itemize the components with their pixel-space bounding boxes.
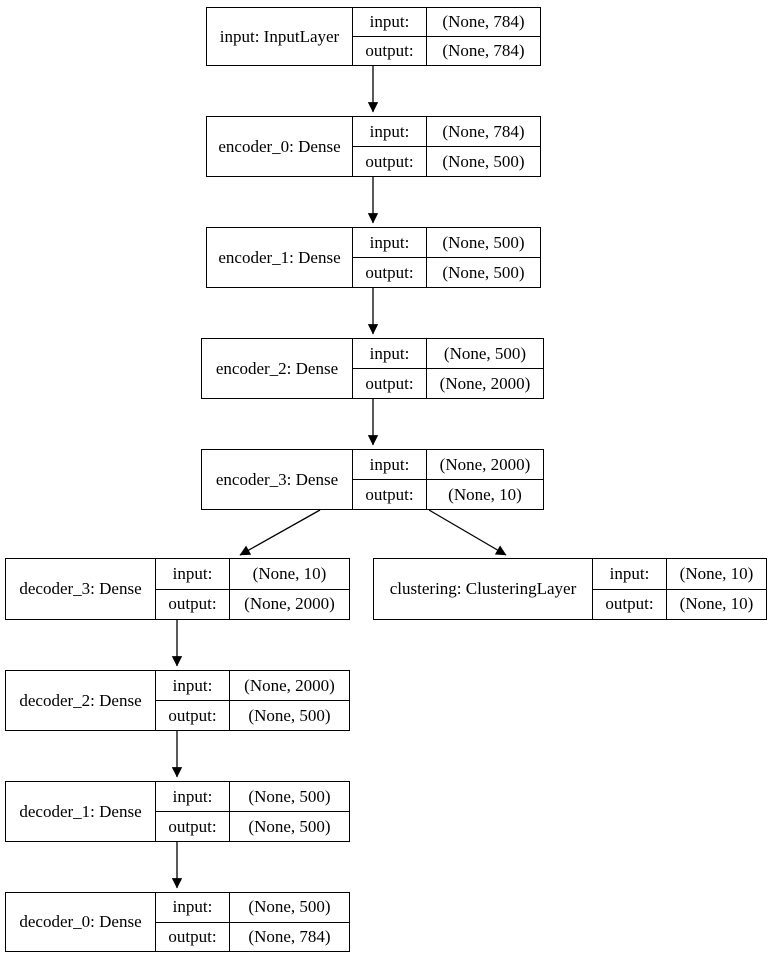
output-key-label: output:: [353, 147, 427, 176]
input-key-label: input:: [156, 782, 230, 811]
input-shape-value: (None, 500): [442, 232, 525, 252]
output-shape-value: (None, 500): [248, 816, 331, 836]
edge-encoder_3-to-clustering: [428, 509, 507, 556]
layer-node-decoder_0: decoder_0: Dense input: (None, 500) outp…: [5, 892, 350, 952]
layer-node-decoder_1: decoder_1: Dense input: (None, 500) outp…: [5, 781, 350, 842]
output-key-label: output:: [156, 812, 230, 841]
output-shape-value: (None, 500): [248, 705, 331, 725]
input-key-label: input:: [156, 559, 230, 589]
input-shape-value: (None, 500): [248, 786, 331, 806]
output-shape-value: (None, 784): [248, 926, 331, 946]
layer-name-label: decoder_2: Dense: [6, 671, 156, 730]
output-key-label: output:: [353, 258, 427, 287]
input-shape-value: (None, 2000): [244, 675, 335, 695]
layer-name-label: clustering: ClusteringLayer: [374, 559, 593, 619]
layer-node-decoder_3: decoder_3: Dense input: (None, 10) outpu…: [5, 558, 350, 620]
layer-name-label: decoder_1: Dense: [6, 782, 156, 841]
layer-name-label: decoder_0: Dense: [6, 893, 156, 951]
layer-node-encoder_2: encoder_2: Dense input: (None, 500) outp…: [201, 338, 544, 399]
output-key-label: output:: [156, 589, 230, 619]
input-key-label: input:: [353, 450, 427, 479]
output-shape-value: (None, 500): [442, 151, 525, 171]
output-shape-value: (None, 2000): [439, 373, 531, 393]
input-key-label: input:: [156, 671, 230, 700]
layer-name-label: decoder_3: Dense: [6, 559, 156, 619]
edge-encoder_3-to-decoder_3: [239, 509, 321, 556]
output-key-label: output:: [156, 701, 230, 730]
output-shape-value: (None, 784): [442, 41, 525, 60]
layer-node-encoder_3: encoder_3: Dense input: (None, 2000) out…: [201, 449, 544, 510]
output-key-label: output:: [593, 589, 667, 619]
input-shape-value: (None, 10): [679, 563, 754, 583]
output-shape-value: (None, 500): [442, 262, 525, 282]
layer-node-decoder_2: decoder_2: Dense input: (None, 2000) out…: [5, 670, 350, 731]
input-shape-value: (None, 784): [442, 121, 525, 141]
layer-name-label: encoder_0: Dense: [207, 117, 353, 176]
input-key-label: input:: [353, 228, 427, 257]
input-shape-value: (None, 500): [248, 897, 331, 917]
output-shape-value: (None, 10): [448, 484, 522, 504]
layer-node-encoder_1: encoder_1: Dense input: (None, 500) outp…: [206, 227, 541, 288]
input-key-label: input:: [353, 8, 427, 36]
input-shape-value: (None, 784): [442, 12, 525, 31]
output-shape-value: (None, 10): [679, 594, 754, 614]
input-shape-value: (None, 10): [252, 563, 327, 583]
input-shape-value: (None, 500): [443, 343, 527, 363]
input-key-label: input:: [353, 117, 427, 146]
input-key-label: input:: [593, 559, 667, 589]
layer-name-label: encoder_2: Dense: [202, 339, 353, 398]
layer-node-input: input: InputLayer input: (None, 784) out…: [206, 7, 541, 66]
layer-name-label: encoder_1: Dense: [207, 228, 353, 287]
output-key-label: output:: [353, 37, 427, 65]
layer-node-clustering: clustering: ClusteringLayer input: (None…: [373, 558, 767, 620]
input-key-label: input:: [353, 339, 427, 368]
output-key-label: output:: [353, 369, 427, 398]
output-key-label: output:: [156, 922, 230, 951]
layer-name-label: encoder_3: Dense: [202, 450, 353, 509]
input-key-label: input:: [156, 893, 230, 922]
input-shape-value: (None, 2000): [439, 454, 531, 474]
output-key-label: output:: [353, 480, 427, 509]
layer-name-label: input: InputLayer: [207, 8, 353, 65]
layer-node-encoder_0: encoder_0: Dense input: (None, 784) outp…: [206, 116, 541, 177]
output-shape-value: (None, 2000): [244, 594, 335, 614]
